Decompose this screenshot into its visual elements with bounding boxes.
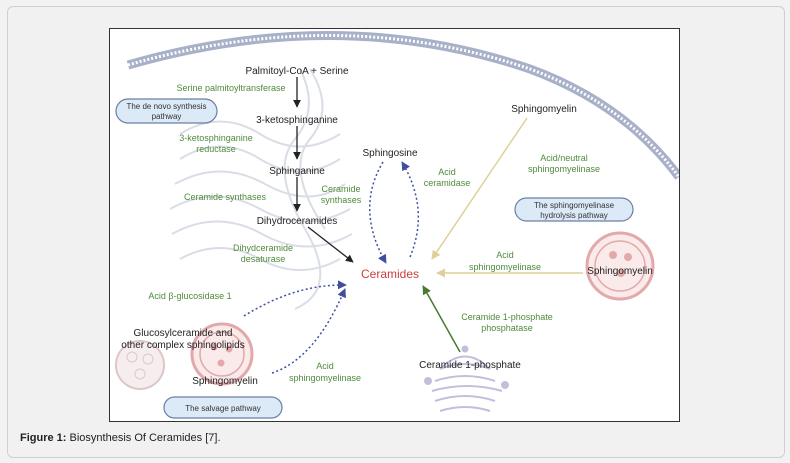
enzyme-c1pp-line1: Ceramide 1-phosphate	[461, 312, 553, 322]
enzyme-neutral-smase-line2: sphingomyelinase	[528, 164, 600, 174]
enzyme-cers-mid-line2: synthases	[321, 195, 362, 205]
denovo-pathway-pill: The de novo synthesis pathway	[115, 98, 218, 124]
caption-text: Biosynthesis Of Ceramides [7].	[66, 432, 221, 444]
node-sphingomyelin-bottom: Sphingomyelin	[192, 376, 258, 387]
node-ceramide-1-phosphate: Ceramide 1-phosphate	[419, 360, 521, 371]
node-glucosylceramide-line2: other complex sphingolipids	[121, 340, 244, 351]
hydrolysis-pill-line1: The sphingomyelinase	[534, 201, 615, 210]
enzyme-neutral-smase-line1: Acid/neutral	[540, 153, 588, 163]
enzyme-ceramide-synthases-left: Ceramide synthases	[184, 192, 267, 202]
enzyme-dhcd-line2: desaturase	[241, 254, 286, 264]
node-sphinganine: Sphinganine	[269, 166, 325, 177]
denovo-pill-line2: pathway	[152, 112, 182, 121]
hydrolysis-pill-line2: hydrolysis pathway	[540, 211, 608, 220]
enzyme-acid-glucosidase: Acid β-glucosidase 1	[148, 291, 231, 301]
figure-caption: Figure 1: Biosynthesis Of Ceramides [7].	[20, 432, 221, 444]
enzyme-acid-smase-right-line2: sphingomyelinase	[469, 262, 541, 272]
salvage-pill-label: The salvage pathway	[185, 404, 261, 413]
c1p-arrow	[422, 285, 461, 353]
vesicle-left-illustration	[115, 322, 254, 390]
enzyme-acid-ceramidase-line1: Acid	[438, 167, 456, 177]
enzyme-ksr-line2: reductase	[196, 144, 236, 154]
enzyme-dhcd-line1: Dihydceramide	[233, 243, 293, 253]
golgi-illustration	[424, 345, 509, 412]
enzyme-acid-smase-bottom-line2: sphingomyelinase	[289, 373, 361, 383]
salvage-arrows	[243, 161, 420, 374]
node-dihydroceramides: Dihydroceramides	[257, 216, 338, 227]
enzyme-c1pp-line2: phosphatase	[481, 323, 533, 333]
denovo-pill-line1: The de novo synthesis	[126, 102, 206, 111]
hydrolysis-pathway-pill: The sphingomyelinase hydrolysis pathway	[514, 197, 634, 222]
enzyme-cers-mid-line1: Ceramide	[321, 184, 360, 194]
node-ceramides: Ceramides	[361, 267, 419, 281]
node-sphingomyelin-right: Sphingomyelin	[587, 266, 653, 277]
salvage-pathway-pill: The salvage pathway	[163, 396, 283, 419]
caption-label: Figure 1:	[20, 432, 67, 444]
vesicle-right-illustration	[585, 231, 655, 301]
de-novo-arrows	[293, 77, 354, 263]
ceramide-biosynthesis-diagram: The de novo synthesis pathway The sphing…	[109, 28, 680, 422]
hydrolysis-arrows	[431, 117, 583, 278]
enzyme-acid-ceramidase-line2: ceramidase	[424, 178, 471, 188]
enzyme-acid-smase-bottom-line1: Acid	[316, 361, 334, 371]
endoplasmic-reticulum-illustration	[169, 68, 353, 310]
node-sphingosine: Sphingosine	[362, 148, 417, 159]
enzyme-serine-palmitoyltransferase: Serine palmitoyltransferase	[176, 83, 285, 93]
node-palmitoyl-coa: Palmitoyl-CoA + Serine	[245, 66, 349, 77]
node-3-ketosphinganine: 3-ketosphinganine	[256, 115, 338, 126]
node-sphingomyelin-top: Sphingomyelin	[511, 104, 577, 115]
enzyme-ksr-line1: 3-ketosphinganine	[179, 133, 253, 143]
node-glucosylceramide-line1: Glucosylceramide and	[134, 328, 233, 339]
enzyme-acid-smase-right-line1: Acid	[496, 250, 514, 260]
cell-membrane	[126, 30, 679, 180]
